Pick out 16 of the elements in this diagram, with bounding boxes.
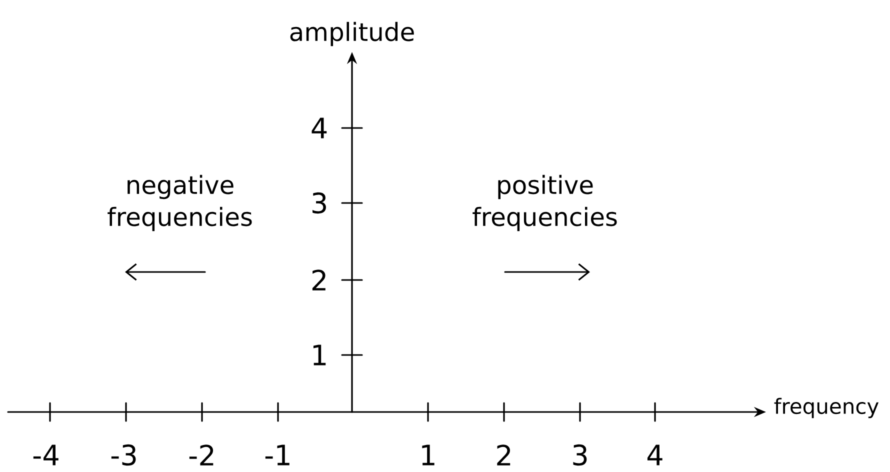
tick-label: 3 <box>312 192 326 214</box>
tick-label: 2 <box>497 444 510 466</box>
tick-label: -3 <box>111 444 136 466</box>
tick-label: -4 <box>33 444 58 466</box>
tick-label: 1 <box>422 444 434 466</box>
tick-label: 2 <box>312 270 326 290</box>
tick-label: 4 <box>647 444 662 466</box>
annotation-text: positive frequencies <box>472 174 617 232</box>
annotation-text: negative frequencies <box>108 174 252 232</box>
tick-label: 3 <box>573 444 587 466</box>
axis-label: frequency <box>774 398 879 418</box>
tick-label: -2 <box>189 444 214 466</box>
axis-label: amplitude <box>290 22 414 46</box>
tick-label: -1 <box>265 444 290 466</box>
tick-label: 4 <box>312 118 327 138</box>
tick-label: 1 <box>313 344 326 366</box>
